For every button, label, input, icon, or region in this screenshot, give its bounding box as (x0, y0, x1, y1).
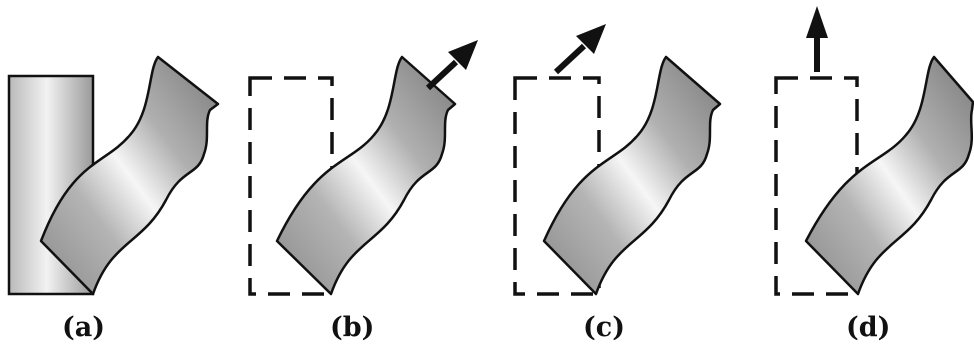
panel-label-b: (b) (330, 312, 374, 343)
panel-d: (d) (774, 6, 974, 343)
panel-b: (b) (248, 40, 478, 343)
panel-label-c: (c) (583, 312, 625, 343)
arrow-icon (425, 40, 478, 91)
panel-c: (c) (513, 24, 722, 343)
metal-blade (804, 55, 974, 296)
arrow-icon (553, 24, 606, 75)
metal-blade (39, 55, 220, 296)
panel-label-d: (d) (846, 312, 890, 343)
arrow-icon (806, 6, 828, 72)
panel-label-a: (a) (62, 312, 105, 343)
panel-a: (a) (7, 55, 220, 343)
metal-blade (542, 55, 722, 296)
metal-blade (275, 55, 457, 296)
